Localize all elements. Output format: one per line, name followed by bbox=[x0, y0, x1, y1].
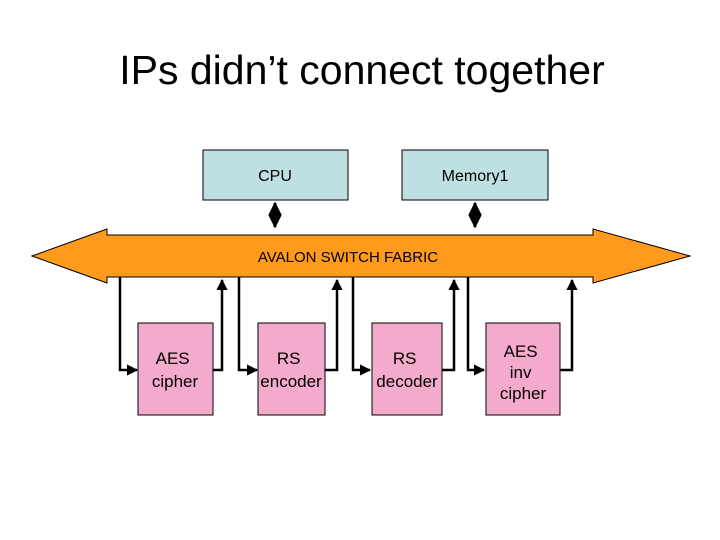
rs-encoder-label: RS encoder bbox=[260, 349, 322, 391]
memory1-label: Memory1 bbox=[442, 168, 509, 185]
aes-inv-cipher-connector-a bbox=[466, 277, 486, 376]
rs-decoder-label: RS decoder bbox=[376, 349, 438, 391]
aes-inv-cipher-label: AES inv cipher bbox=[500, 342, 547, 403]
avalon-switch-fabric-bus bbox=[30, 228, 692, 284]
aes-cipher-label: AES cipher bbox=[152, 349, 199, 391]
cpu-block bbox=[202, 149, 349, 201]
rs-decoder-block bbox=[371, 322, 443, 416]
rs-decoder-connector-a bbox=[351, 277, 372, 376]
rs-encoder-connector-b bbox=[325, 278, 343, 372]
memory1-block bbox=[401, 149, 549, 201]
aes-cipher-block bbox=[137, 322, 214, 416]
rs-encoder-connector-a bbox=[237, 277, 259, 376]
cpu-label: CPU bbox=[258, 168, 292, 185]
aes-inv-cipher-connector-b bbox=[560, 278, 578, 372]
aes-inv-cipher-block bbox=[485, 322, 561, 416]
aes-cipher-connector-b bbox=[213, 278, 228, 372]
avalon-switch-fabric-label: AVALON SWITCH FABRIC bbox=[258, 249, 438, 266]
slide-title: IPs didn’t connect together bbox=[119, 47, 604, 93]
aes-cipher-connector-a bbox=[118, 277, 139, 376]
rs-encoder-block bbox=[257, 322, 326, 416]
rs-decoder-connector-b bbox=[442, 278, 460, 372]
